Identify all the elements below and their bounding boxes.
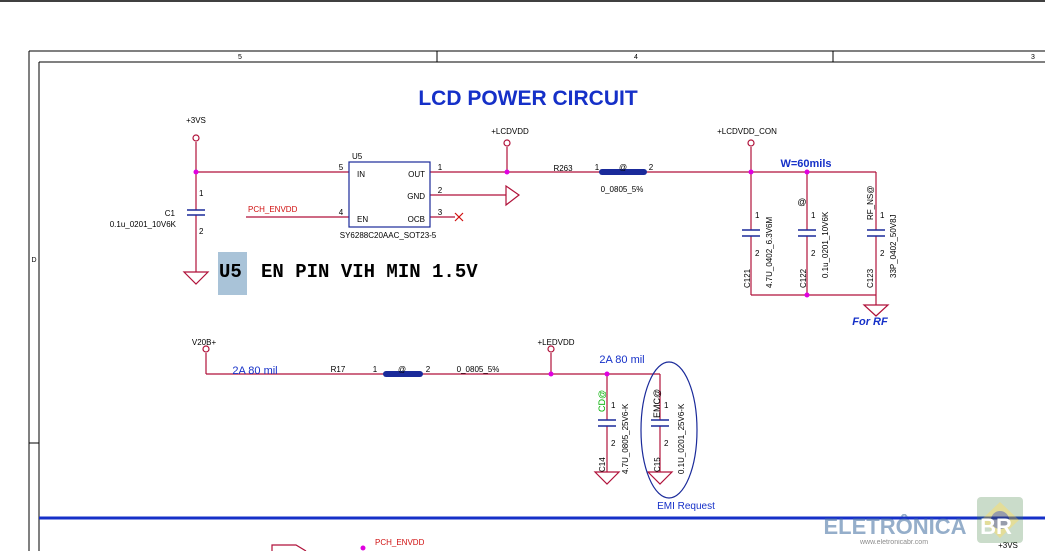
border-col-5: 5 bbox=[238, 54, 242, 61]
r17-value: 0_0805_5% bbox=[457, 365, 500, 374]
u5-pin-in: IN bbox=[357, 170, 365, 179]
watermark-suffix: BR bbox=[980, 514, 1012, 539]
net-label-v20b: V20B+ bbox=[192, 338, 217, 347]
bottom-partial-wires bbox=[271, 544, 307, 551]
border-col-4: 4 bbox=[634, 54, 638, 61]
rf-note: For RF bbox=[852, 316, 888, 328]
u5-body bbox=[348, 161, 431, 228]
c15-mark: EMC@ bbox=[652, 389, 662, 418]
r17-ref: R17 bbox=[331, 365, 346, 374]
c123-mark: RF_NS@ bbox=[866, 186, 875, 220]
c15-value: 0.1U_0201_25V6-K bbox=[677, 403, 686, 474]
u5-pin-gnd: GND bbox=[407, 192, 425, 201]
annotation-ref: U5 bbox=[219, 261, 242, 283]
power-symbols bbox=[192, 134, 755, 353]
watermark-brand: ELETRÔNICA bbox=[824, 514, 967, 539]
c121-value: 4.7U_0402_6.3V6M bbox=[765, 217, 774, 289]
c15-symbol bbox=[651, 419, 669, 427]
ground-symbols bbox=[182, 271, 890, 485]
r263-pin2: 2 bbox=[649, 163, 654, 172]
c121-symbol bbox=[742, 229, 760, 237]
ledvdd-current: 2A 80 mil bbox=[599, 354, 644, 366]
r263-pin1: 1 bbox=[595, 163, 600, 172]
net-label-ledvdd: +LEDVDD bbox=[537, 338, 574, 347]
c14-symbol bbox=[598, 419, 616, 427]
net-label-lcdvdd: +LCDVDD bbox=[491, 127, 529, 136]
width-note: W=60mils bbox=[780, 158, 831, 170]
c1-value: 0.1u_0201_10V6K bbox=[110, 220, 177, 229]
bottom-junction-dot bbox=[360, 545, 366, 551]
c123-pin1: 1 bbox=[880, 211, 885, 220]
u5-pin-ocb: OCB bbox=[408, 215, 425, 224]
c122-value: 0.1u_0201_10V6K bbox=[821, 211, 830, 278]
c14-mark: CD@ bbox=[597, 390, 607, 412]
net-label-3vs-bottom: +3VS bbox=[998, 541, 1018, 550]
u5-pin-en: EN bbox=[357, 215, 368, 224]
c14-pin1: 1 bbox=[611, 401, 616, 410]
wires-top bbox=[195, 142, 877, 305]
u5-num-in: 5 bbox=[339, 163, 344, 172]
c122-symbol bbox=[798, 229, 816, 237]
u5-num-out: 1 bbox=[438, 163, 443, 172]
annotation-highlight bbox=[218, 252, 247, 295]
watermark-logo bbox=[977, 497, 1023, 543]
c15-pin2: 2 bbox=[664, 439, 669, 448]
c122-pin1: 1 bbox=[811, 211, 816, 220]
c123-symbol bbox=[867, 229, 885, 237]
c1-pin2: 2 bbox=[199, 227, 204, 236]
net-label-lcdvdd-con: +LCDVDD_CON bbox=[717, 127, 777, 136]
u5-ref: U5 bbox=[352, 152, 363, 161]
c123-pin2: 2 bbox=[880, 249, 885, 258]
c14-ref: C14 bbox=[598, 457, 607, 472]
c121-ref: C121 bbox=[743, 268, 752, 288]
u5-num-en: 4 bbox=[339, 208, 344, 217]
r17-current: 2A 80 mil bbox=[232, 365, 277, 377]
c1-ref: C1 bbox=[165, 209, 176, 218]
net-label-pch-envdd-bottom: PCH_ENVDD bbox=[375, 538, 425, 547]
c122-pin2: 2 bbox=[811, 249, 816, 258]
c14-value: 4.7U_0805_25V6-K bbox=[621, 403, 630, 474]
c1-pin1: 1 bbox=[199, 189, 204, 198]
border-row-d: D bbox=[31, 257, 36, 264]
c121-pin2: 2 bbox=[755, 249, 760, 258]
c121-pin1: 1 bbox=[755, 211, 760, 220]
u5-gnd-arrow bbox=[505, 184, 521, 207]
r17-pin1: 1 bbox=[373, 365, 378, 374]
emi-ellipse bbox=[640, 361, 698, 499]
r263-value: 0_0805_5% bbox=[601, 185, 644, 194]
u5-part: SY6288C20AAC_SOT23-5 bbox=[340, 231, 437, 240]
net-label-pch-envdd: PCH_ENVDD bbox=[248, 205, 298, 214]
c15-pin1: 1 bbox=[664, 401, 669, 410]
emi-note: EMI Request bbox=[657, 501, 715, 512]
r263-mark: @ bbox=[619, 163, 627, 172]
c123-ref: C123 bbox=[866, 268, 875, 288]
r17-pin2: 2 bbox=[426, 365, 431, 374]
u5-pin-out: OUT bbox=[408, 170, 425, 179]
wires-bottom bbox=[205, 353, 661, 472]
r263-ref: R263 bbox=[553, 164, 573, 173]
c14-pin2: 2 bbox=[611, 439, 616, 448]
r17-mark: @ bbox=[398, 365, 406, 374]
u5-ocb-noconnect bbox=[454, 212, 464, 222]
annotation-text: EN PIN VIH MIN 1.5V bbox=[261, 261, 478, 283]
u5-num-ocb: 3 bbox=[438, 208, 443, 217]
c1-symbol bbox=[187, 209, 205, 216]
border-col-3: 3 bbox=[1031, 54, 1035, 61]
watermark-url: www.eletronicabr.com bbox=[859, 539, 928, 546]
u5-num-gnd: 2 bbox=[438, 186, 443, 195]
c122-mark: @ bbox=[797, 197, 806, 207]
page-title: LCD POWER CIRCUIT bbox=[418, 87, 637, 110]
c122-ref: C122 bbox=[799, 268, 808, 288]
c123-value: 33P_0402_50V8J bbox=[889, 214, 898, 278]
net-label-3vs: +3VS bbox=[186, 116, 206, 125]
junction-dots bbox=[193, 169, 810, 377]
c15-ref: C15 bbox=[653, 457, 662, 472]
